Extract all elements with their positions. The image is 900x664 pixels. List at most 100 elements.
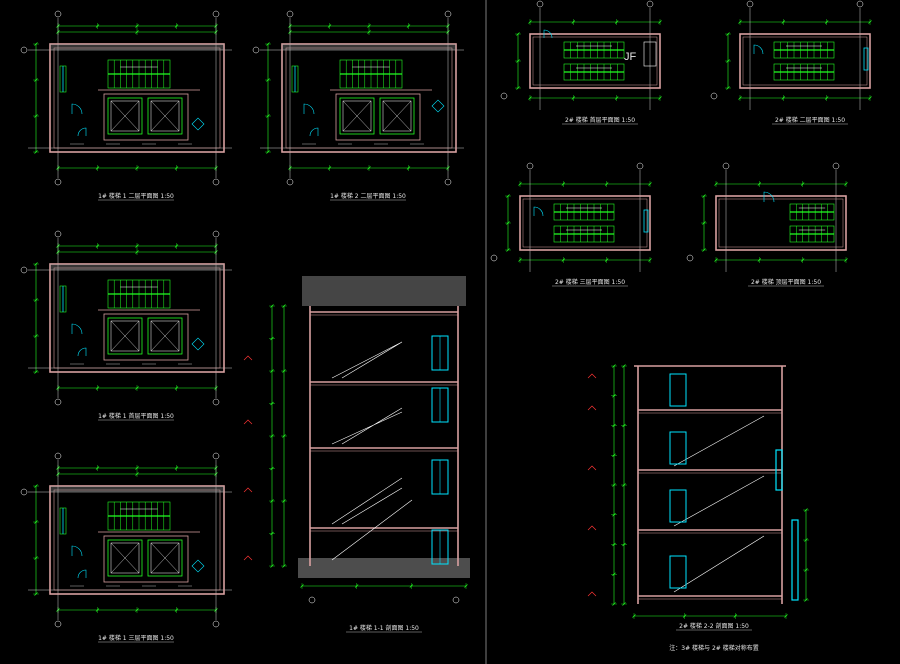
drawing-caption: 1# 楼梯 1-1 剖面图 1:50 <box>349 624 419 632</box>
door-swing-icon <box>191 337 205 351</box>
door-swing-icon <box>77 127 87 137</box>
axis-bubble-icon <box>832 162 840 170</box>
window <box>669 555 687 589</box>
axis-bubble-icon <box>54 620 62 628</box>
stair-flight <box>331 499 413 561</box>
stair-flight <box>331 407 403 445</box>
window <box>431 387 449 423</box>
axis-bubble-icon <box>20 488 28 496</box>
axis-bubble-icon <box>444 10 452 18</box>
axis-bubble-icon <box>444 178 452 186</box>
axis-bubble-icon <box>646 0 654 8</box>
window <box>431 529 449 565</box>
wall-hatch <box>50 486 224 492</box>
axis-bubble-icon <box>212 398 220 406</box>
axis-bubble-icon <box>212 230 220 238</box>
axis-bubble-icon <box>212 178 220 186</box>
door-swing-icon <box>191 559 205 573</box>
window <box>431 459 449 495</box>
elevation-mark <box>243 555 253 561</box>
elevator-icon <box>379 97 415 135</box>
window <box>669 489 687 523</box>
axis-bubble-icon <box>54 452 62 460</box>
door-swing-icon <box>543 29 553 39</box>
drawing-caption: 2# 楼梯 2-2 剖面图 1:50 <box>679 622 749 630</box>
plan-stair-2-second: 2# 楼梯 二层平面图 1:50 <box>710 0 872 125</box>
wall-hatch <box>282 44 456 50</box>
ground-hatch <box>298 558 470 578</box>
elevator-icon <box>147 97 183 135</box>
drawing-caption: 2# 楼梯 顶层平面图 1:50 <box>751 278 821 286</box>
window <box>669 431 687 465</box>
axis-bubble-icon <box>722 162 730 170</box>
axis-bubble-icon <box>452 596 460 604</box>
stair-flight <box>331 341 403 379</box>
axis-bubble-icon <box>536 0 544 8</box>
door-swing-icon <box>303 103 315 115</box>
axis-bubble-icon <box>54 10 62 18</box>
door-swing-icon <box>191 117 205 131</box>
drawing-caption: 2# 楼梯 三层平面图 1:50 <box>555 278 625 286</box>
plan-stair-2-ground: JF 2# 楼梯 首层平面图 1:50 <box>500 0 662 125</box>
plan-stair-2-third: 2# 楼梯 三层平面图 1:50 <box>490 162 652 287</box>
axis-bubble-icon <box>54 398 62 406</box>
axis-bubble-icon <box>212 620 220 628</box>
elevator-icon <box>107 317 143 355</box>
elevator-icon <box>339 97 375 135</box>
elevation-mark <box>587 405 597 411</box>
door-swing-icon <box>71 545 83 557</box>
elevation-mark <box>587 465 597 471</box>
door-swing-icon <box>431 99 445 113</box>
axis-bubble-icon <box>308 596 316 604</box>
elevator-icon <box>107 97 143 135</box>
axis-bubble-icon <box>686 254 694 262</box>
elevator-icon <box>147 539 183 577</box>
door-swing-icon <box>71 323 83 335</box>
axis-bubble-icon <box>636 162 644 170</box>
section-1-1: 1# 楼梯 1-1 剖面图 1:50 <box>243 276 470 633</box>
wall-hatch <box>50 264 224 270</box>
axis-bubble-icon <box>212 452 220 460</box>
axis-bubble-icon <box>710 92 718 100</box>
drawing-caption: 1# 楼梯 1 三层平面图 1:50 <box>98 634 174 642</box>
axis-bubble-icon <box>490 254 498 262</box>
elevation-mark <box>587 591 597 597</box>
drawing-caption: 2# 楼梯 首层平面图 1:50 <box>565 116 635 124</box>
door-swing-icon <box>753 44 764 55</box>
axis-bubble-icon <box>212 10 220 18</box>
stair-flight <box>331 477 403 525</box>
plan-stair-2-top: 2# 楼梯 顶层平面图 1:50 <box>686 162 848 287</box>
elevation-mark <box>243 487 253 493</box>
door-swing-icon <box>71 103 83 115</box>
elevator-icon <box>107 539 143 577</box>
section-2-2: 2# 楼梯 2-2 剖面图 1:50 注：3# 楼梯与 2# 楼梯对称布置 <box>587 364 809 652</box>
stair-flight <box>673 535 765 593</box>
window <box>669 373 687 407</box>
axis-bubble-icon <box>286 178 294 186</box>
plan-stair-1-third: 1# 楼梯 1 三层平面图 1:50 <box>20 452 232 643</box>
door-swing-icon <box>309 127 319 137</box>
axis-bubble-icon <box>746 0 754 8</box>
drawing-caption: 1# 楼梯 1 首层平面图 1:50 <box>98 412 174 420</box>
plan-stair-1-second-b: 1# 楼梯 2 二层平面图 1:50 <box>252 10 464 201</box>
drawing-caption: 1# 楼梯 1 二层平面图 1:50 <box>98 192 174 200</box>
axis-bubble-icon <box>20 266 28 274</box>
axis-bubble-icon <box>526 162 534 170</box>
axis-bubble-icon <box>252 46 260 54</box>
axis-bubble-icon <box>500 92 508 100</box>
stair-flight <box>673 415 765 467</box>
door-swing-icon <box>763 191 775 203</box>
door-swing-icon <box>77 569 87 579</box>
window <box>431 335 449 371</box>
elevation-mark <box>587 525 597 531</box>
drawing-caption: 2# 楼梯 二层平面图 1:50 <box>775 116 845 124</box>
shaft-label: JF <box>624 51 637 63</box>
elevation-mark <box>587 373 597 379</box>
plan-stair-1-ground: 1# 楼梯 1 首层平面图 1:50 <box>20 230 232 421</box>
elevator-icon <box>147 317 183 355</box>
axis-bubble-icon <box>286 10 294 18</box>
door-swing-icon <box>77 347 87 357</box>
drawing-caption: 1# 楼梯 2 二层平面图 1:50 <box>330 192 406 200</box>
section-note: 注：3# 楼梯与 2# 楼梯对称布置 <box>669 644 758 652</box>
roof-hatch <box>302 276 466 306</box>
